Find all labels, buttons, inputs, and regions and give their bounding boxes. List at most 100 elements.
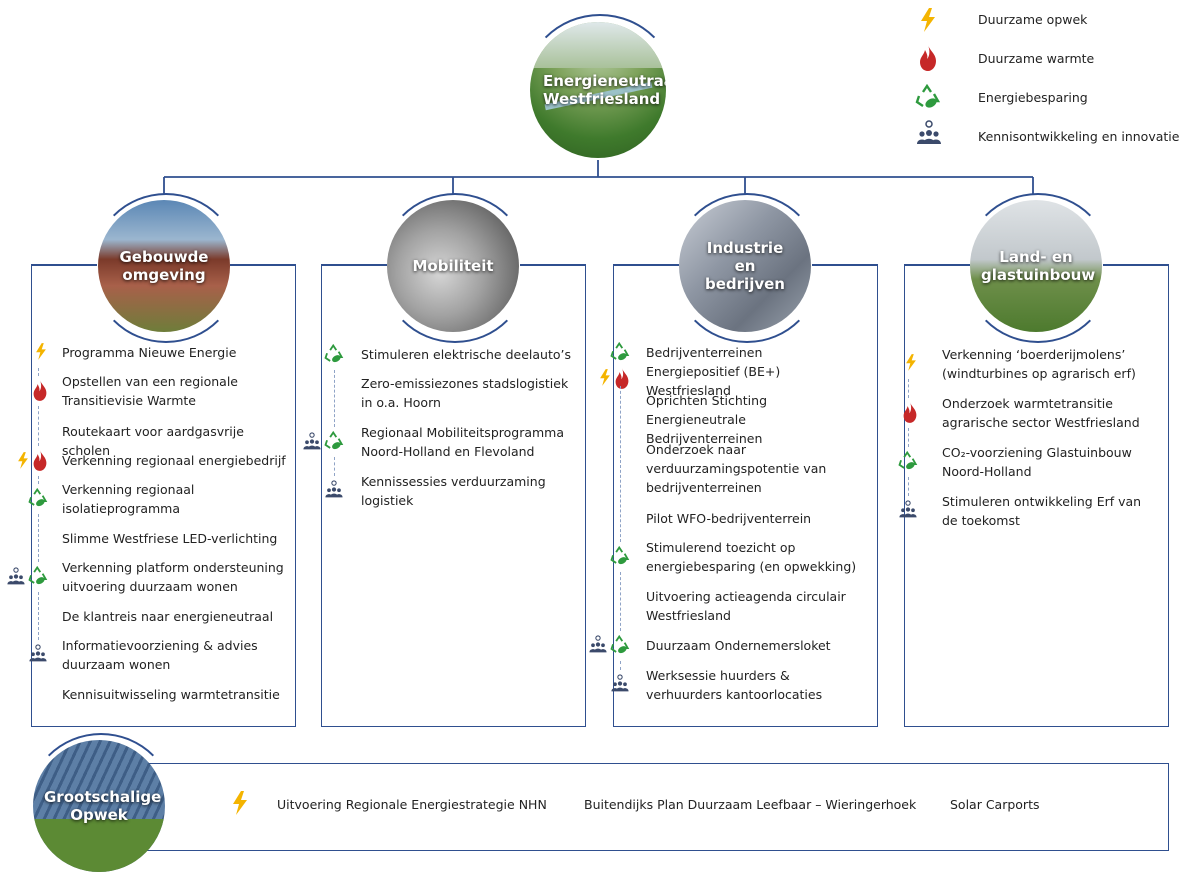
list-item: Werksessie huurders & verhuurders kantoo… (646, 668, 823, 702)
column-title: Gebouwde omgeving (119, 248, 209, 284)
list-item: Stimuleren elektrische deelauto’s (361, 347, 572, 362)
people-pin-icon (898, 500, 918, 523)
item-icons (32, 380, 48, 405)
bottom-title: Grootschalige Opwek (44, 788, 162, 824)
dashed-connector (38, 367, 39, 376)
dashed-connector (38, 592, 39, 640)
dashed-connector (620, 386, 621, 542)
column-title: Industrie en bedrijven (705, 239, 785, 293)
list-item: Opstellen van een regionale Transitievis… (62, 374, 238, 408)
recycle-icon (610, 634, 630, 659)
list-item: Oprichten Stichting Energieneutrale Bedr… (646, 393, 768, 446)
list-item: Verkenning platform ondersteuning uitvoe… (62, 560, 284, 594)
legend-label: Duurzame warmte (978, 51, 1095, 66)
list-item: Informatievoorziening & advies duurzaam … (62, 638, 258, 672)
item-icons (28, 644, 48, 667)
list-item: Onderzoek warmtetransitie agrarische sec… (942, 396, 1140, 430)
legend-label: Kennisontwikkeling en innovatie (978, 129, 1180, 144)
item-icons (28, 487, 48, 512)
item-icons (610, 674, 630, 697)
recycle-icon (610, 341, 630, 366)
list-item: Uitvoering actieagenda circulair Westfri… (646, 589, 846, 623)
recycle-icon (610, 545, 630, 570)
list-item: Pilot WFO-bedrijventerrein (646, 511, 812, 526)
list-item: Kennissessies verduurzaming logistiek (361, 474, 546, 508)
circle-arc (380, 193, 530, 343)
list-item: Onderzoek naar verduurzamingspotentie va… (646, 442, 827, 495)
list-item: Bedrijventerreinen Energiepositief (BE+)… (646, 345, 781, 398)
lightning-icon (230, 790, 250, 820)
legend-label: Energiebesparing (978, 90, 1088, 105)
circle-arc (672, 193, 822, 343)
circle-arc (91, 193, 241, 343)
bottom-item: Uitvoering Regionale Energiestrategie NH… (277, 797, 547, 812)
list-item: Slimme Westfriese LED-verlichting (62, 531, 278, 546)
legend-lightning-icon (918, 8, 938, 36)
flame-icon (32, 449, 48, 475)
list-item: Verkenning regionaal energiebedrijf (62, 453, 286, 468)
people-pin-icon (302, 431, 322, 455)
list-item: CO₂-voorziening Glastuinbouw Noord-Holla… (942, 445, 1132, 479)
item-icons (898, 500, 918, 523)
list-item: Verkenning regionaal isolatieprogramma (62, 482, 195, 516)
flame-icon (902, 402, 918, 427)
item-icons (6, 565, 48, 590)
column-mobiliteit (321, 264, 586, 727)
people-pin-icon (610, 674, 630, 697)
recycle-icon (324, 430, 344, 455)
list-item: Verkenning ‘boerderijmolens’ (windturbin… (942, 347, 1136, 381)
circle-industrie-en-bedrijven: Industrie en bedrijven (679, 200, 811, 332)
people-pin-icon (324, 480, 344, 503)
column-land-en-glastuinbouw (904, 264, 1169, 727)
item-icons (588, 634, 630, 659)
item-icons (34, 342, 48, 365)
recycle-icon (324, 343, 344, 368)
circle-arc (26, 733, 176, 883)
lightning-icon (16, 451, 30, 474)
dashed-connector (334, 457, 335, 476)
dashed-connector (908, 428, 909, 447)
recycle-icon (28, 487, 48, 512)
bottom-box (100, 763, 1169, 851)
item-icons (324, 480, 344, 503)
legend-label: Duurzame opwek (978, 12, 1088, 27)
top-circle-arc (522, 14, 678, 170)
flame-icon (32, 380, 48, 405)
dashed-connector (38, 475, 39, 484)
list-item: De klantreis naar energieneutraal (62, 609, 274, 624)
column-title: Mobiliteit (412, 257, 494, 275)
bottom-item: Buitendijks Plan Duurzaam Leefbaar – Wie… (584, 797, 917, 812)
dashed-connector (908, 379, 909, 398)
circle-arc (963, 193, 1113, 343)
list-item: Programma Nieuwe Energie (62, 345, 237, 360)
column-industrie-en-bedrijven (613, 264, 878, 727)
people-pin-icon (6, 566, 26, 590)
dashed-connector (620, 660, 621, 670)
recycle-icon (898, 450, 918, 475)
legend-recycle-icon (915, 83, 941, 114)
lightning-icon (34, 342, 48, 365)
top-circle-title: Energieneutraal Westfriesland (543, 72, 666, 108)
list-item: Routekaart voor aardgasvrije scholen (62, 424, 244, 458)
column-gebouwde-omgeving (31, 264, 296, 727)
people-pin-icon (28, 644, 48, 667)
top-circle: Energieneutraal Westfriesland (530, 22, 666, 158)
list-item: Regionaal Mobiliteitsprogramma Noord-Hol… (361, 425, 565, 459)
dashed-connector (334, 369, 335, 427)
column-title: Land- en glastuinbouw (981, 248, 1096, 284)
list-item: Duurzaam Ondernemersloket (646, 638, 831, 653)
list-item: Stimuleren ontwikkeling Erf van de toeko… (942, 494, 1142, 528)
lightning-icon (904, 353, 918, 376)
dashed-connector (620, 572, 621, 631)
legend-flame-icon (918, 45, 938, 75)
dashed-connector (38, 514, 39, 562)
item-icons (598, 341, 630, 393)
dashed-connector (38, 406, 39, 446)
dashed-connector (908, 477, 909, 496)
item-icons (904, 353, 918, 376)
item-icons (610, 545, 630, 570)
circle-mobiliteit: Mobiliteit (387, 200, 519, 332)
legend-people-pin-icon (915, 120, 943, 150)
list-item: Stimulerend toezicht op energiebesparing… (646, 540, 857, 574)
